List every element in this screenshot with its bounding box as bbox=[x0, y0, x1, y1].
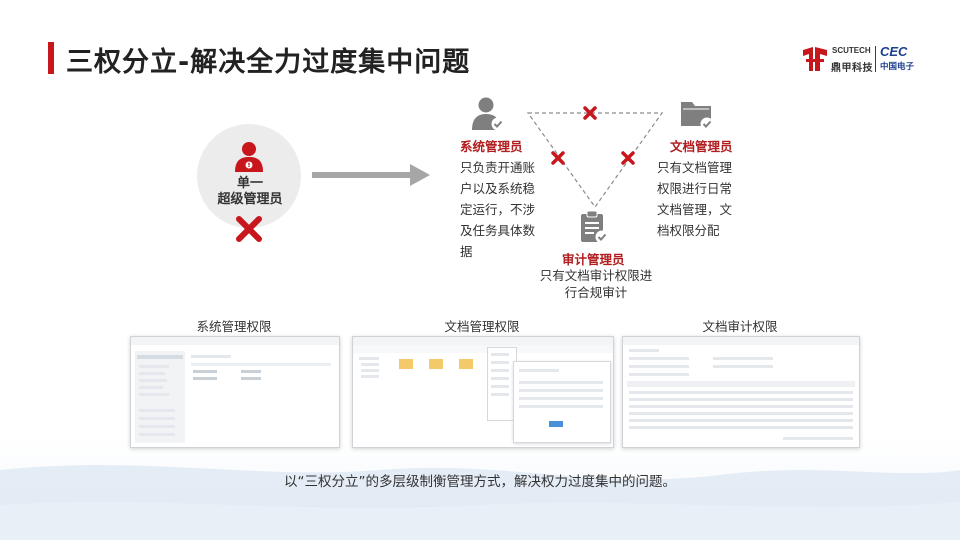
doc-admin-title: 文档管理员 bbox=[670, 139, 733, 154]
red-x-icon bbox=[583, 106, 597, 120]
audit-admin-desc-line: 只有文档审计权限进 bbox=[539, 268, 653, 283]
scutech-logo-icon bbox=[803, 47, 827, 71]
logo-brand-en: SCUTECH bbox=[832, 46, 871, 55]
user-check-icon bbox=[472, 97, 505, 131]
super-admin-circle bbox=[197, 124, 301, 228]
audit-permission-label: 文档审计权限 bbox=[702, 319, 778, 334]
system-admin-desc-line: 只负责开通账 bbox=[460, 160, 536, 175]
super-admin-line1: 单一 bbox=[236, 176, 263, 191]
red-x-icon bbox=[551, 151, 565, 165]
doc-admin-description: 只有文档管理 权限进行日常 文档管理，文 档权限分配 bbox=[657, 157, 747, 241]
doc-permission-label: 文档管理权限 bbox=[444, 319, 520, 334]
company-logo: SCUTECH 鼎甲科技 CEC 中国电子 bbox=[800, 44, 918, 74]
super-admin-line2: 超级管理员 bbox=[217, 192, 283, 207]
logo-divider bbox=[875, 46, 876, 72]
red-x-icon bbox=[621, 151, 635, 165]
system-admin-desc-line: 户以及系统稳 bbox=[460, 181, 536, 196]
logo-partner-en: CEC bbox=[880, 44, 908, 59]
title-accent-bar bbox=[48, 42, 54, 74]
system-admin-title: 系统管理员 bbox=[460, 139, 523, 154]
user-icon bbox=[235, 142, 263, 172]
doc-admin-desc-line: 权限进行日常 bbox=[657, 181, 733, 196]
logo-brand-cn: 鼎甲科技 bbox=[831, 63, 873, 74]
audit-admin-title: 审计管理员 bbox=[562, 252, 625, 267]
logo-partner-cn: 中国电子 bbox=[880, 62, 915, 72]
system-admin-desc-line: 定运行，不涉 bbox=[460, 202, 536, 217]
red-x-icon bbox=[236, 216, 262, 242]
summary-text: 以“三权分立”的多层级制衡管理方式，解决权力过度集中的问题。 bbox=[284, 474, 676, 490]
super-admin-label: 单一 超级管理员 bbox=[200, 176, 300, 208]
doc-admin-desc-line: 只有文档管理 bbox=[657, 160, 733, 175]
system-permission-screenshot bbox=[130, 336, 340, 448]
doc-admin-desc-line: 档权限分配 bbox=[657, 223, 720, 238]
system-admin-desc-line: 据 bbox=[460, 244, 473, 259]
doc-permission-screenshot bbox=[352, 336, 614, 448]
audit-permission-screenshot bbox=[622, 336, 860, 448]
transition-arrow bbox=[312, 164, 430, 186]
system-admin-desc-line: 及任务具体数 bbox=[460, 223, 536, 238]
doc-admin-desc-line: 文档管理，文 bbox=[657, 202, 733, 217]
clipboard-check-icon bbox=[581, 210, 609, 244]
slide-title: 三权分立-解决全力过度集中问题 bbox=[66, 47, 471, 78]
audit-admin-description: 只有文档审计权限进 行合规审计 bbox=[530, 267, 662, 301]
system-admin-description: 只负责开通账 户以及系统稳 定运行，不涉 及任务具体数 据 bbox=[460, 157, 550, 262]
system-permission-label: 系统管理权限 bbox=[196, 319, 272, 334]
folder-check-icon bbox=[681, 102, 714, 131]
audit-admin-desc-line: 行合规审计 bbox=[564, 285, 628, 300]
